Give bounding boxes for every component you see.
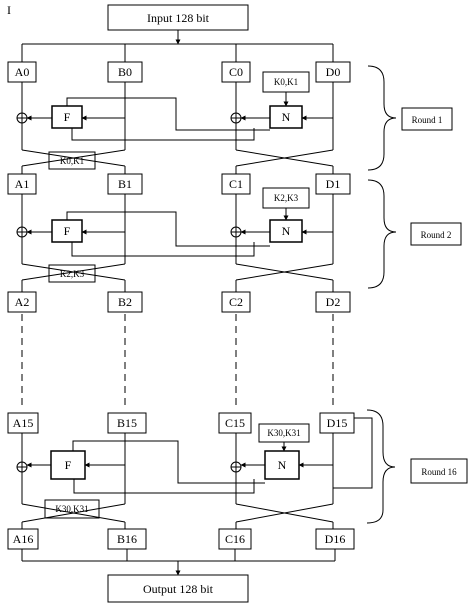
register-d1: D1 xyxy=(326,177,341,191)
register-a16: A16 xyxy=(13,532,34,546)
output-block: Output 128 bit xyxy=(107,574,249,603)
register-d16: D16 xyxy=(325,532,346,546)
register-d15: D15 xyxy=(327,416,348,430)
key-box-left-round-2: K2,K3 xyxy=(60,269,85,279)
function-f-round-1: F xyxy=(64,110,71,124)
key-box-left-round-1: K0,K1 xyxy=(60,156,84,166)
key-box-right-round-16: K30,K31 xyxy=(267,428,300,438)
registers-after-round-2: A2 B2 C2 D2 xyxy=(7,291,351,313)
round-label-1: Round 1 xyxy=(412,115,443,125)
key-box-left-round-16: K30,K31 xyxy=(55,504,88,514)
register-a0: A0 xyxy=(15,65,30,79)
function-n-round-16: N xyxy=(278,458,287,472)
input-label: Input 128 bit xyxy=(147,11,210,25)
input-block: Input 128 bit xyxy=(107,4,249,31)
register-b0: B0 xyxy=(118,65,132,79)
register-b2: B2 xyxy=(118,295,132,309)
round-label-16: Round 16 xyxy=(421,467,457,477)
register-a15: A15 xyxy=(13,416,34,430)
register-c1: C1 xyxy=(229,177,243,191)
function-n-round-2: N xyxy=(282,224,291,238)
output-label: Output 128 bit xyxy=(143,582,214,596)
register-c16: C16 xyxy=(225,532,245,546)
register-c2: C2 xyxy=(229,295,243,309)
omitted-rounds-dashes xyxy=(21,314,334,408)
register-b15: B15 xyxy=(117,416,137,430)
key-box-right-round-2: K2,K3 xyxy=(274,193,299,203)
round-1: A0 B0 C0 D0 K0,K1 F N K0,K1 xyxy=(7,61,453,174)
function-f-round-16: F xyxy=(65,458,72,472)
register-d0: D0 xyxy=(326,65,341,79)
round-label-2: Round 2 xyxy=(421,230,452,240)
corner-mark: I xyxy=(7,3,11,17)
round-16: A15 B15 C15 D15 K30,K31 F N K30,K31 xyxy=(7,409,468,529)
register-d2: D2 xyxy=(326,295,341,309)
key-box-right-round-1: K0,K1 xyxy=(274,77,298,87)
function-f-round-2: F xyxy=(64,224,71,238)
register-b1: B1 xyxy=(118,177,132,191)
register-a1: A1 xyxy=(15,177,30,191)
round-2: A1 B1 C1 D1 K2,K3 F N K2,K3 xyxy=(7,173,462,292)
register-a2: A2 xyxy=(15,295,30,309)
register-c15: C15 xyxy=(225,416,245,430)
register-c0: C0 xyxy=(229,65,243,79)
register-b16: B16 xyxy=(117,532,137,546)
final-registers: A16 B16 C16 D16 xyxy=(7,528,355,550)
function-n-round-1: N xyxy=(282,110,291,124)
